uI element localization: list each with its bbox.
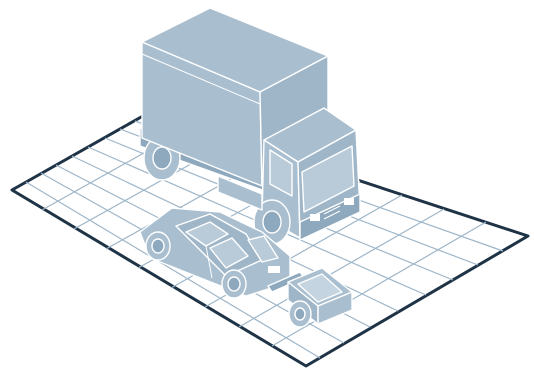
vehicle-grid-illustration [0, 0, 534, 370]
illustration-canvas [0, 0, 534, 370]
